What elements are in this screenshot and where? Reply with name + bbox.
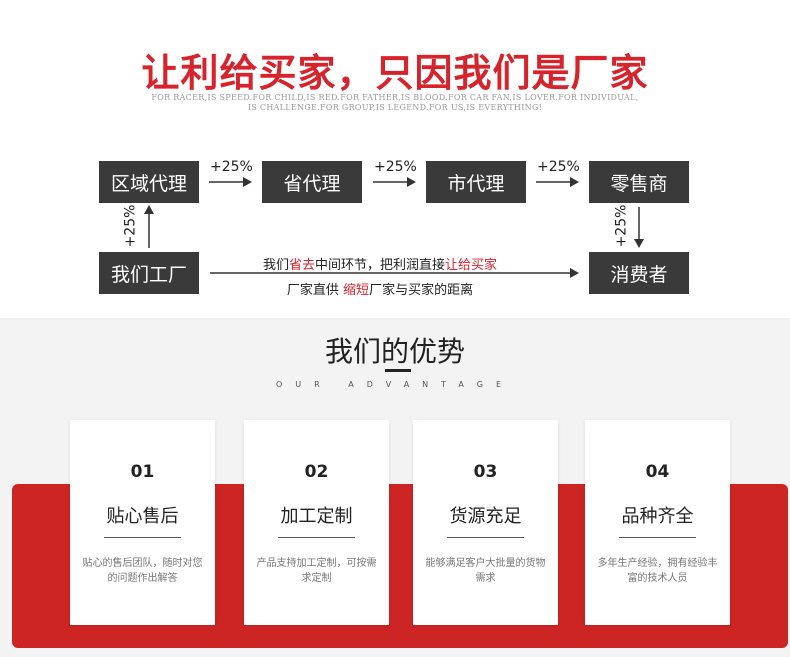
arrow-down-head (634, 239, 644, 248)
advantage-card-2: 02 加工定制 产品支持加工定制，可按需求定制 (244, 420, 389, 625)
arrow-head-2 (407, 177, 416, 187)
card-description: 能够满足客户大批量的货物需求 (425, 558, 546, 584)
card-title: 贴心售后 (106, 506, 179, 527)
card-description: 产品支持加工定制，可按需求定制 (256, 558, 377, 584)
advantage-card-3: 03 货源充足 能够满足客户大批量的货物需求 (413, 420, 558, 625)
arrow-up-head (144, 205, 154, 214)
card-divider (278, 537, 355, 538)
middle-text-1: 我们省去中间环节，把利润直接让给买家 (262, 258, 498, 273)
pct-label-3: +25% (537, 159, 580, 175)
card-title: 货源充足 (449, 506, 522, 527)
arrow-head-1 (243, 177, 252, 187)
box-regional-agent: 区域代理 (99, 161, 199, 203)
flow-arrows (144, 177, 644, 278)
pct-label-up: +25% (122, 204, 139, 248)
card-description: 多年生产经验，拥有经验丰富的技术人员 (597, 558, 718, 584)
box-city-agent: 市代理 (426, 161, 526, 203)
headline: 让利给买家，只因我们是厂家 (141, 51, 649, 95)
card-number: 02 (304, 462, 329, 482)
middle-text-2: 厂家直供 缩短厂家与买家的距离 (286, 283, 474, 298)
card-description: 贴心的售后团队，随时对您的问题作出解答 (82, 558, 203, 584)
card-title: 加工定制 (280, 506, 353, 527)
advantage-card-1: 01 贴心售后 贴心的售后团队，随时对您的问题作出解答 (70, 420, 215, 625)
box-our-factory: 我们工厂 (99, 252, 199, 294)
box-retailer: 零售商 (589, 161, 689, 203)
pct-label-2: +25% (374, 159, 417, 175)
box-consumer: 消费者 (589, 252, 689, 294)
advantage-title: 我们的优势 (324, 335, 465, 368)
card-number: 03 (473, 462, 498, 482)
card-divider (619, 537, 696, 538)
advantage-title-underline (385, 369, 411, 372)
pct-label-1: +25% (210, 159, 253, 175)
arrow-head-3 (570, 177, 579, 187)
advantage-card-4: 04 品种齐全 多年生产经验，拥有经验丰富的技术人员 (585, 420, 730, 625)
card-divider (104, 537, 181, 538)
card-number: 04 (645, 462, 670, 482)
subtitle-line-1: FOR RACER,IS SPEED.FOR CHILD,IS RED.FOR … (151, 93, 639, 102)
card-number: 01 (130, 462, 155, 482)
advantage-subtitle: OUR ADVANTAGE (275, 380, 514, 389)
card-divider (447, 537, 524, 538)
card-title: 品种齐全 (621, 506, 694, 527)
box-provincial-agent: 省代理 (262, 161, 362, 203)
pct-label-down: +25% (613, 204, 630, 248)
arrow-long-head (570, 268, 579, 278)
subtitle-line-2: IS CHALLENGE.FOR GROUP,IS LEGEND.FOR US,… (247, 103, 543, 112)
